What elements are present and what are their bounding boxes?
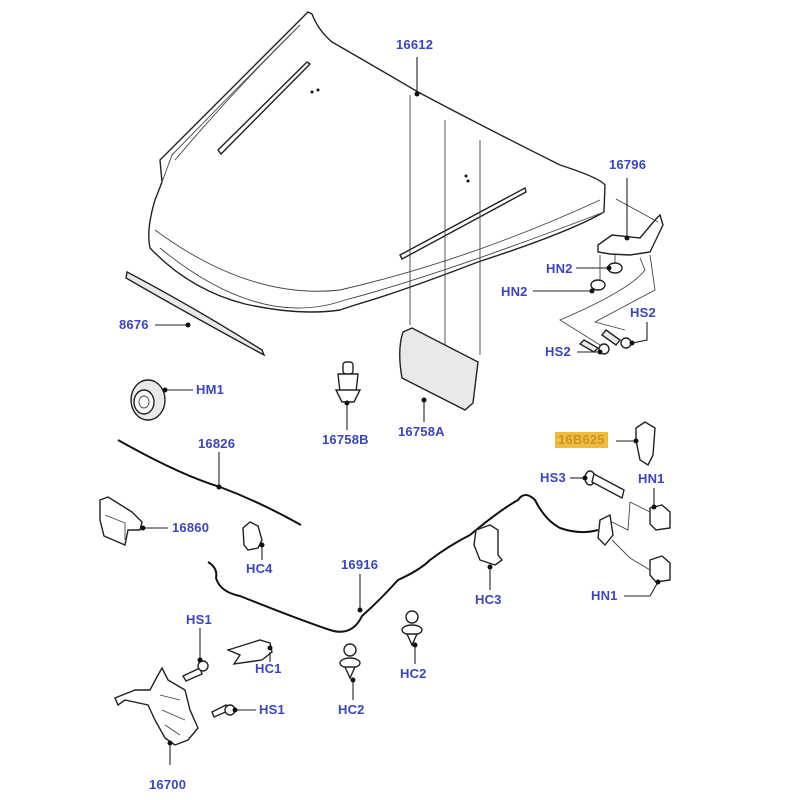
hood-latch-drawing <box>114 666 199 746</box>
part-label-hc2-right[interactable]: HC2 <box>400 666 427 681</box>
part-label-8676[interactable]: 8676 <box>119 317 149 332</box>
part-label-16758a[interactable]: 16758A <box>398 424 445 439</box>
part-label-16700[interactable]: 16700 <box>149 777 187 792</box>
part-label-hn2-lower[interactable]: HN2 <box>501 284 528 299</box>
latch-screw-drawing <box>182 660 236 718</box>
part-label-hn1-upper[interactable]: HN1 <box>638 471 665 486</box>
cable-retainer-drawing <box>225 639 273 665</box>
hood-panel-drawing <box>148 11 606 355</box>
support-clip-drawing <box>635 421 656 467</box>
release-cable-drawing <box>207 494 599 633</box>
part-label-hc2-left[interactable]: HC2 <box>338 702 365 717</box>
part-label-hs1-upper[interactable]: HS1 <box>186 612 212 627</box>
part-label-hn1-lower[interactable]: HN1 <box>591 588 618 603</box>
part-label-hs3[interactable]: HS3 <box>540 470 566 485</box>
part-label-16796[interactable]: 16796 <box>609 157 647 172</box>
part-label-hs2-left[interactable]: HS2 <box>545 344 571 359</box>
seal-strip-drawing <box>125 270 266 357</box>
part-label-16b625-highlighted[interactable]: 16B625 <box>555 432 608 448</box>
part-label-hc3[interactable]: HC3 <box>475 592 502 607</box>
part-label-16826[interactable]: 16826 <box>198 436 236 451</box>
part-label-hs2-right[interactable]: HS2 <box>630 305 656 320</box>
bump-stop-drawing <box>130 379 166 421</box>
insulation-pad-drawing <box>399 327 479 411</box>
rod-clip-drawing <box>242 521 263 551</box>
part-label-16758b[interactable]: 16758B <box>322 432 369 447</box>
part-label-hn2-upper[interactable]: HN2 <box>546 261 573 276</box>
part-label-hs1-lower[interactable]: HS1 <box>259 702 285 717</box>
support-screw-drawing <box>584 470 625 500</box>
cable-clip-drawing <box>473 524 504 566</box>
part-label-hm1[interactable]: HM1 <box>196 382 225 397</box>
push-clip-drawing <box>339 610 423 680</box>
hood-bumper-drawing <box>334 361 362 403</box>
prop-rod-drawing <box>117 439 302 526</box>
nut-clip-drawing <box>597 501 671 583</box>
prop-rod-bracket-drawing <box>99 496 143 546</box>
hinge-drawing <box>559 198 664 355</box>
part-label-hc1[interactable]: HC1 <box>255 661 282 676</box>
part-label-16916[interactable]: 16916 <box>341 557 379 572</box>
part-label-16860[interactable]: 16860 <box>172 520 210 535</box>
part-label-hc4[interactable]: HC4 <box>246 561 273 576</box>
part-label-16612[interactable]: 16612 <box>396 37 434 52</box>
